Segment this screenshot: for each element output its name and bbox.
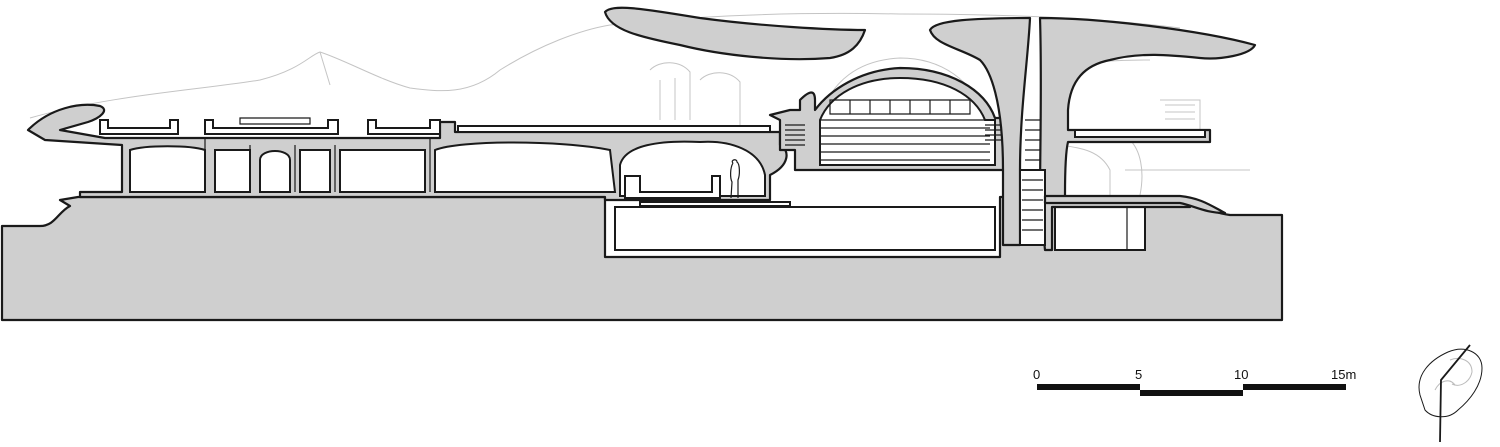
lounge-room (434, 141, 617, 193)
skylight-2 (204, 119, 339, 135)
entry-room (619, 140, 766, 197)
ground-mass (0, 195, 1284, 322)
arched-door (259, 150, 291, 193)
skylight-glazing-2 (239, 117, 311, 125)
scale-bar: 0 5 10 15m (1033, 367, 1356, 396)
roof-canopy-left (603, 6, 867, 61)
auditorium-seating (820, 99, 990, 161)
upper-slab-gap (457, 125, 771, 133)
scale-label-10: 10 (1234, 367, 1248, 382)
human-figure (730, 159, 740, 199)
basement-room-right (1054, 206, 1146, 251)
room-4 (339, 149, 426, 193)
scale-segment-0-5 (1037, 384, 1140, 390)
basement-room (614, 206, 996, 251)
column-stems (121, 138, 431, 192)
scale-segment-10-15 (1243, 384, 1346, 390)
room-1 (129, 145, 206, 193)
room-2 (214, 149, 251, 193)
reception-counter (624, 175, 721, 199)
skylight-1 (99, 119, 179, 135)
scale-label-0: 0 (1033, 367, 1040, 382)
stair-treads (1022, 119, 1043, 231)
right-wall-lines (1126, 207, 1146, 250)
lower-slab-gap (639, 201, 791, 207)
room-3 (299, 149, 331, 193)
scale-segment-5-10 (1140, 390, 1243, 396)
auditorium-steps-left (785, 124, 1005, 146)
site-key-plan-icon (1418, 344, 1483, 443)
skylight-3 (367, 119, 441, 135)
scale-label-15m: 15m (1331, 367, 1356, 382)
balcony-slab-gap (1074, 129, 1206, 138)
stair-core (1019, 169, 1046, 246)
scale-label-5: 5 (1135, 367, 1142, 382)
right-lower-slab (1043, 194, 1227, 215)
